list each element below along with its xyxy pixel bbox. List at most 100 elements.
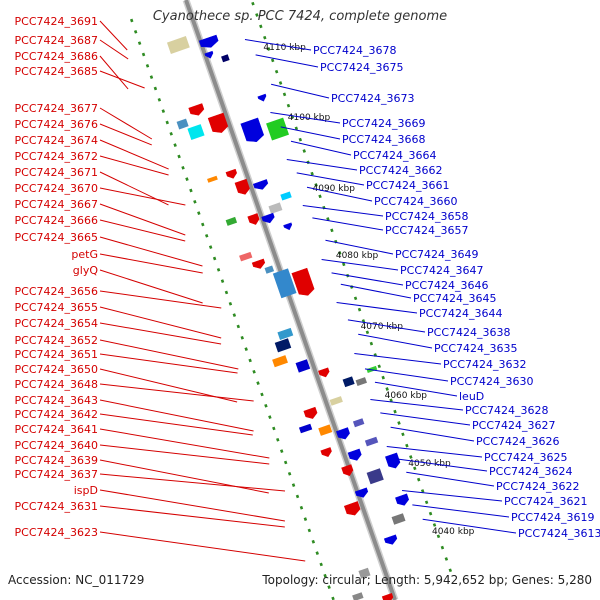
leader-line-right <box>255 54 319 68</box>
gene-label-right: PCC7424_3647 <box>400 264 483 277</box>
gene-label-right: PCC7424_3624 <box>489 465 572 478</box>
gene-box-shape <box>272 355 288 368</box>
gene-label-left: PCC7424_3671 <box>15 166 98 179</box>
leader-line-left <box>99 306 222 339</box>
gene-box <box>352 592 364 600</box>
gene-box <box>364 436 379 447</box>
backbone <box>184 0 397 600</box>
gene-box <box>225 216 238 226</box>
backbone-layer <box>130 0 455 600</box>
gene-arrow <box>251 258 266 269</box>
gene-label-right: PCC7424_3645 <box>413 292 496 305</box>
gene-label-right: PCC7424_3660 <box>374 195 457 208</box>
gene-label-left: PCC7424_3687 <box>15 34 98 47</box>
leader-line-right <box>244 39 312 51</box>
gene-label-right: PCC7424_3675 <box>320 61 403 74</box>
gene-label-left: PCC7424_3672 <box>15 150 98 163</box>
gene-box <box>272 268 297 299</box>
gene-arrow-shape <box>234 178 250 195</box>
gene-label-right: PCC7424_3621 <box>504 495 587 508</box>
gene-arrow <box>257 93 267 102</box>
leader-line-right <box>270 112 341 124</box>
gene-label-right: PCC7424_3673 <box>331 92 414 105</box>
gene-label-right: PCC7424_3657 <box>385 224 468 237</box>
gene-label-right: PCC7424_3626 <box>476 435 559 448</box>
gene-arrow-shape <box>320 447 332 457</box>
gene-arrow <box>341 464 354 476</box>
leader-line-right <box>321 259 399 271</box>
gene-label-right: PCC7424_3625 <box>484 451 567 464</box>
gene-arrow <box>261 212 275 224</box>
gene-box <box>329 396 343 406</box>
gene-box <box>176 118 189 130</box>
leader-line-right <box>354 353 442 365</box>
gene-arrow-shape <box>347 448 362 461</box>
leader-line-right <box>364 368 449 382</box>
outer-track <box>250 0 455 581</box>
gene-arrow <box>320 447 332 457</box>
gene-arrow-shape <box>318 367 330 378</box>
gene-label-left: PCC7424_3654 <box>15 317 98 330</box>
gene-arrow-shape <box>198 34 219 48</box>
leader-line-right <box>290 140 352 156</box>
leader-line-left <box>99 459 269 494</box>
gene-box <box>268 202 283 214</box>
gene-arrow-shape <box>240 117 265 142</box>
gene-arrow <box>252 179 269 190</box>
gene-box <box>298 423 313 434</box>
gene-arrow <box>207 112 229 133</box>
gene-label-right: PCC7424_3649 <box>395 248 478 261</box>
gene-label-right: PCC7424_3630 <box>450 375 533 388</box>
leader-line-right <box>340 283 412 299</box>
gene-box <box>221 54 230 63</box>
gene-label-left: PCC7424_3637 <box>15 468 98 481</box>
scale-label: 4080 kbp <box>336 251 379 261</box>
gene-label-left: ispD <box>74 484 98 497</box>
leader-line-left <box>99 107 153 140</box>
gene-label-left: PCC7424_3648 <box>15 378 98 391</box>
gene-box <box>239 251 253 262</box>
gene-arrow <box>188 103 205 116</box>
gene-arrow <box>336 427 350 440</box>
gene-label-left: PCC7424_3656 <box>15 285 98 298</box>
gene-arrow-shape <box>343 501 361 516</box>
gene-label-left: PCC7424_3643 <box>15 394 98 407</box>
gene-label-left: PCC7424_3685 <box>15 65 98 78</box>
gene-arrow-shape <box>225 168 237 179</box>
gene-box <box>207 175 218 183</box>
gene-arrow-shape <box>381 593 394 600</box>
leader-line-right <box>386 446 483 458</box>
leader-line-left <box>99 139 169 170</box>
gene-label-right: PCC7424_3678 <box>313 44 396 57</box>
gene-arrow <box>385 452 401 469</box>
gene-label-left: PCC7424_3631 <box>15 500 98 513</box>
gene-arrow-shape <box>247 213 260 225</box>
gene-box-shape <box>280 191 292 201</box>
gene-label-left: PCC7424_3670 <box>15 182 98 195</box>
gene-arrow <box>204 50 214 59</box>
gene-arrow-shape <box>291 267 315 296</box>
leader-line-right <box>406 471 495 487</box>
gene-box-shape <box>318 424 333 436</box>
gene-arrow <box>247 213 260 225</box>
gene-arrow-shape <box>395 493 409 506</box>
features-layer <box>166 34 409 600</box>
leader-line-right <box>331 272 404 286</box>
gene-arrow <box>343 501 361 516</box>
leader-line-right <box>296 172 365 186</box>
gene-label-left: PCC7424_3667 <box>15 198 98 211</box>
gene-label-left: PCC7424_3642 <box>15 408 98 421</box>
scale-label: 4090 kbp <box>313 184 356 194</box>
leader-line-left <box>99 489 285 522</box>
gene-label-right: PCC7424_3613 <box>518 527 600 540</box>
gene-label-right: PCC7424_3628 <box>465 404 548 417</box>
leader-line-left <box>99 219 186 242</box>
gene-label-right: PCC7424_3668 <box>342 133 425 146</box>
gene-label-right: PCC7424_3662 <box>359 164 442 177</box>
gene-arrow-shape <box>383 534 398 545</box>
gene-label-right: PCC7424_3635 <box>434 342 517 355</box>
leader-line-right <box>312 217 384 231</box>
gene-arrow <box>234 178 250 195</box>
gene-arrow-shape <box>385 452 401 469</box>
gene-label-right: PCC7424_3644 <box>419 307 502 320</box>
